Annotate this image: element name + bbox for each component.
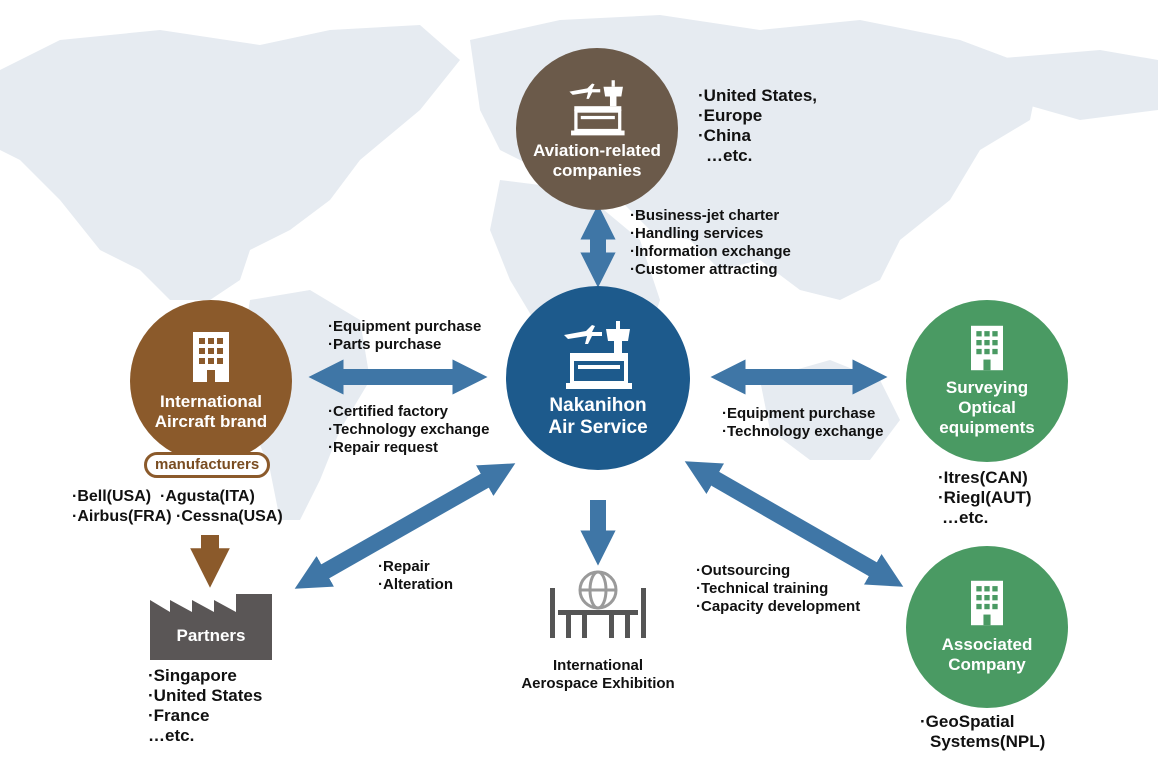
link-item: Equipment purchase [727,405,876,422]
aviation-link-list: ·Business-jet charter ·Handling services… [630,207,791,278]
link-item: Repair request [333,439,439,456]
associated-company-label: Associated Company [941,635,1033,674]
aircraft-brand-node: International Aircraft brand [130,300,292,462]
link-item: Outsourcing [701,562,791,579]
link-item: Customer attracting [635,261,778,278]
partners-label: Partners [176,626,246,645]
aviation-regions-list: ·United States, ·Europe ·China …etc. [698,86,818,165]
building-icon [193,332,229,382]
link-item: Business-jet charter [635,207,780,224]
exhibition-hall-icon [550,570,646,638]
aviation-companies-node: Aviation-related companies [516,48,678,210]
supplier-item: Riegl(AUT) [943,488,1032,507]
associated-company-node: Associated Company [906,546,1068,708]
partner-item: …etc. [148,726,195,745]
factory-icon [150,594,272,660]
building-icon [971,580,1003,626]
surveying-node: Surveying Optical equipments [906,300,1068,462]
partner-item: Singapore [153,666,237,685]
surveying-items-list: ·Itres(CAN) ·Riegl(AUT) …etc. [938,468,1032,527]
link-item: Technology exchange [727,423,884,440]
region-item: …etc. [706,146,753,165]
airport-tower-icon [569,80,625,136]
aviation-companies-label: Aviation-related companies [533,141,661,180]
maker-item: Bell(USA) [77,488,152,505]
arrow-center-associated [684,461,904,587]
building-icon [971,325,1003,371]
airport-tower-icon [564,321,632,389]
surveying-label: Surveying Optical equipments [939,378,1035,437]
associated-items-list: ·GeoSpatial Systems(NPL) [920,712,1046,751]
link-item: Technology exchange [333,421,490,438]
partners-link-list: ·Repair ·Alteration [378,558,454,593]
supplier-item: …etc. [942,508,989,527]
maker-item: Airbus(FRA) [77,508,172,525]
link-item: Capacity development [701,598,861,615]
manufacturers-list: ·Bell(USA) ·Agusta(ITA) ·Airbus(FRA) ·Ce… [72,488,283,525]
company-item: Systems(NPL) [930,732,1046,751]
partner-item: United States [153,686,263,705]
supplier-item: Itres(CAN) [943,468,1028,487]
nakanihon-node: Nakanihon Air Service [506,286,690,470]
partners-items-list: ·Singapore ·United States ·France …etc. [148,666,263,745]
link-item: Equipment purchase [333,318,482,335]
nakanihon-label: Nakanihon Air Service [548,395,648,438]
link-item: Alteration [383,576,454,593]
maker-item: Agusta(ITA) [165,488,255,505]
company-item: GeoSpatial [925,712,1015,731]
link-item: Certified factory [333,403,449,420]
link-item: Repair [383,558,430,575]
brand-link-bottom-list: ·Certified factory ·Technology exchange … [328,403,490,456]
aircraft-brand-label: International Aircraft brand [154,392,268,431]
link-item: Technical training [701,580,829,597]
region-item: Europe [703,106,763,125]
region-item: United States, [703,86,818,105]
manufacturers-tag: manufacturers [144,452,271,478]
brand-link-top-list: ·Equipment purchase ·Parts purchase [328,318,482,353]
arrow-center-partners [294,463,516,589]
link-item: Information exchange [635,243,791,260]
region-item: China [703,126,751,145]
exhibition-label: International Aerospace Exhibition [521,657,675,692]
maker-item: Cessna(USA) [181,508,283,525]
surveying-link-list: ·Equipment purchase ·Technology exchange [722,405,884,440]
associated-link-list: ·Outsourcing ·Technical training ·Capaci… [696,562,861,615]
link-item: Handling services [635,225,764,242]
partner-item: France [153,706,210,725]
link-item: Parts purchase [333,336,442,353]
